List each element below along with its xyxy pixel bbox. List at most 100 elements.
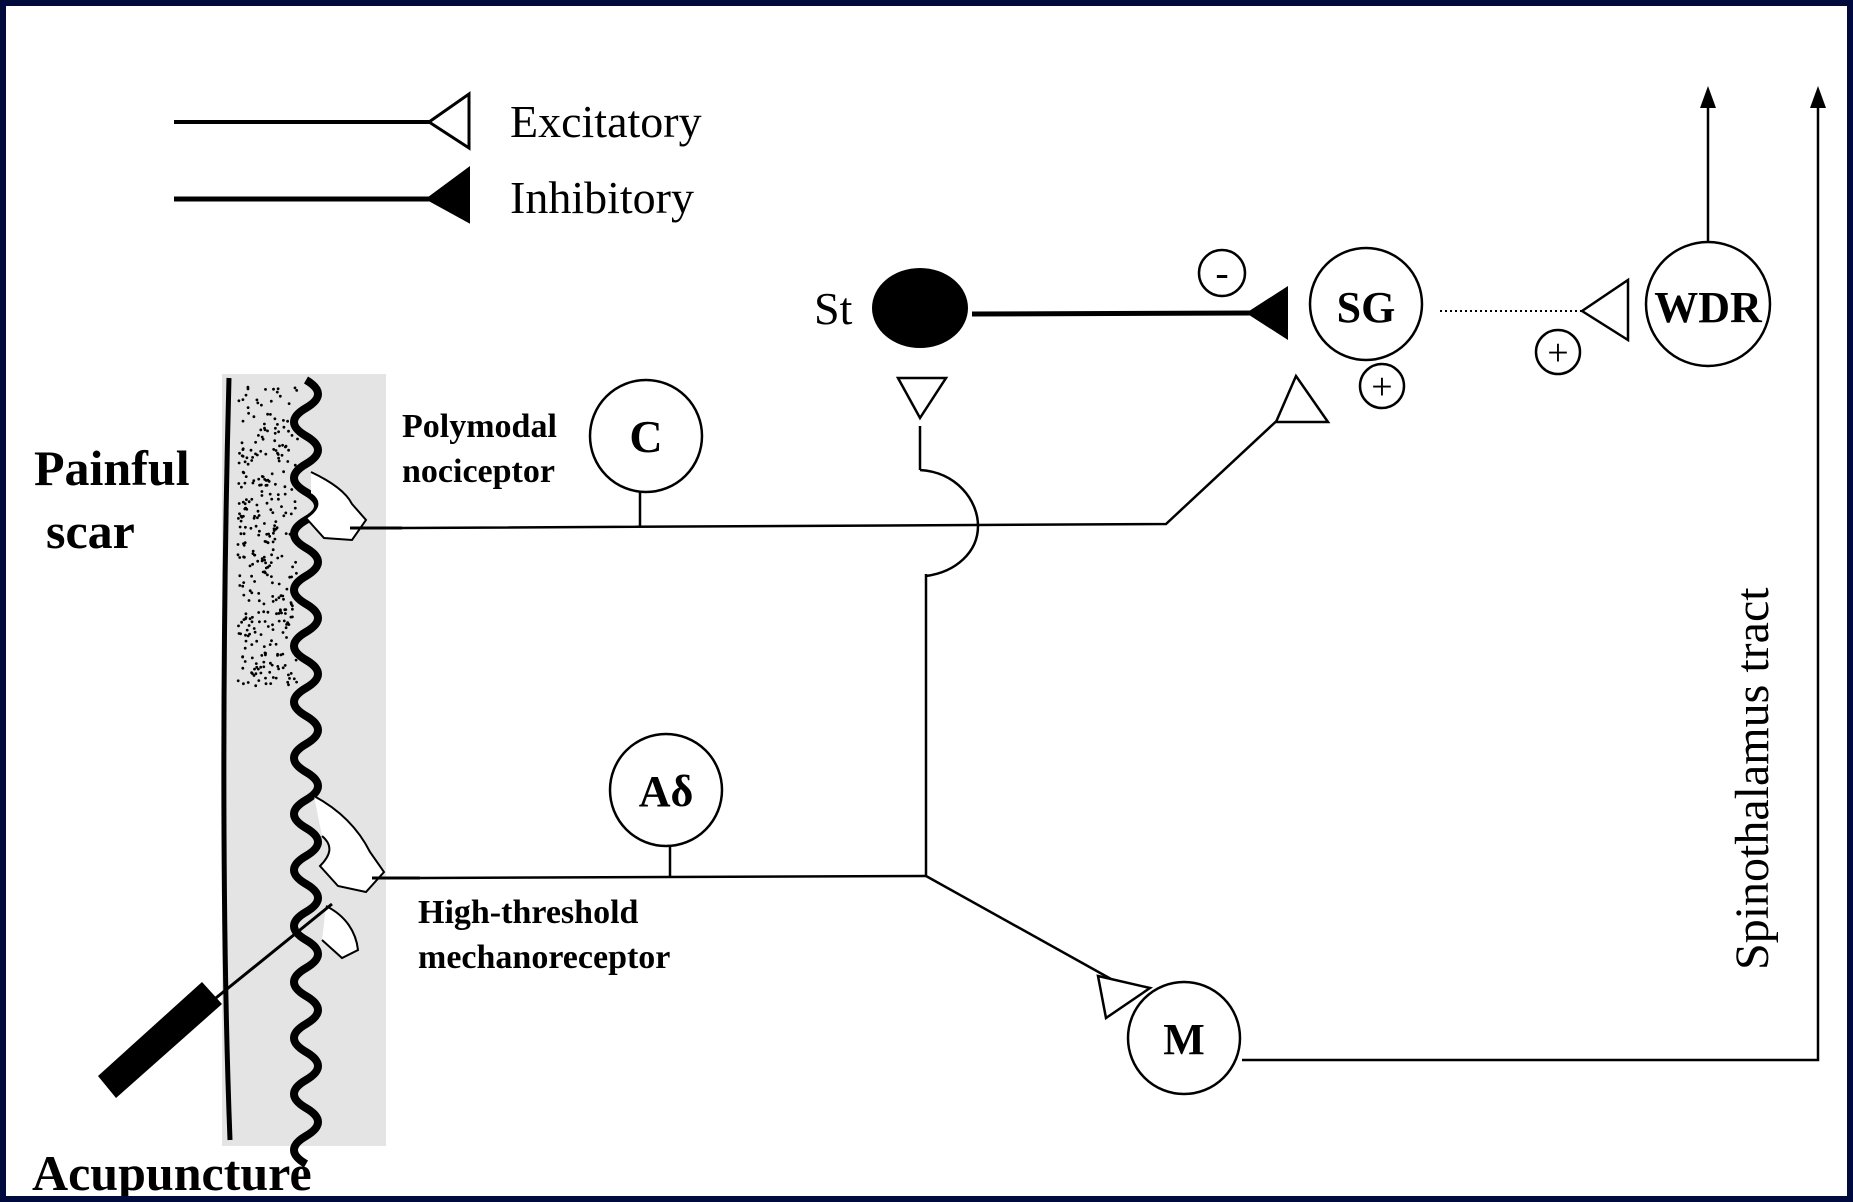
scar-stipple-dot: [276, 654, 279, 657]
scar-stipple-dot: [279, 608, 282, 612]
scar-stipple-dot: [260, 494, 264, 497]
minus-sign-badge: [1197, 248, 1247, 298]
scar-stipple-dot: [238, 525, 242, 529]
scar-stipple-dot: [243, 646, 247, 650]
acupuncture-needle-icon: [98, 982, 222, 1098]
m-node: [1126, 980, 1242, 1096]
scar-stipple-dot: [255, 398, 259, 402]
scar-stipple-dot: [285, 587, 289, 591]
scar-stipple-dot: [270, 639, 273, 643]
scar-stipple-dot: [240, 620, 244, 624]
scar-stipple-dot: [292, 677, 296, 681]
scar-stipple-dot: [286, 419, 289, 423]
scar-stipple-dot: [271, 581, 274, 585]
scar-stipple-dot: [273, 439, 277, 443]
scar-stipple-dot: [256, 667, 260, 671]
scar-stipple-dot: [270, 497, 274, 501]
scar-stipple-dot: [254, 452, 257, 456]
scar-stipple-dot: [246, 387, 250, 391]
scar-stipple-dot: [241, 666, 245, 670]
scar-stipple-dot: [269, 399, 273, 403]
st-neuron: [872, 268, 968, 348]
scar-stipple-dot: [256, 401, 260, 405]
scar-stipple-dot: [264, 452, 268, 456]
scar-stipple-dot: [283, 492, 287, 496]
a-delta-to-st-branch: [918, 426, 980, 876]
scar-stipple-dot: [241, 655, 245, 659]
scar-stipple-dot: [236, 679, 240, 683]
scar-stipple-dot: [280, 505, 283, 508]
scar-stipple-dot: [242, 581, 246, 584]
scar-stipple-dot: [250, 574, 254, 578]
scar-stipple-dot: [236, 553, 240, 557]
spinothalamus-output-arrow-icon: [1810, 86, 1826, 108]
scar-stipple-dot: [277, 619, 281, 623]
scar-stipple-dot: [241, 500, 245, 504]
scar-stipple-dot: [244, 633, 247, 637]
scar-stipple-dot: [237, 624, 240, 628]
a-delta-fiber-label: Aδ: [639, 767, 694, 816]
scar-stipple-dot: [254, 684, 258, 688]
scar-stipple-dot: [276, 493, 280, 496]
scar-stipple-dot: [289, 672, 293, 675]
scar-stipple-dot: [251, 615, 254, 619]
scar-stipple-dot: [258, 529, 261, 533]
scar-stipple-dot: [239, 519, 243, 523]
scar-stipple-dot: [259, 449, 263, 453]
st-pathway: St -: [814, 248, 1288, 348]
scar-stipple-dot: [296, 437, 299, 441]
scar-stipple-dot: [247, 411, 251, 415]
scar-stipple-dot: [253, 580, 256, 583]
scar-stipple-dot: [243, 502, 247, 506]
scar-stipple-dot: [262, 665, 266, 669]
scar-stipple-dot: [274, 482, 277, 486]
scar-stipple-dot: [242, 682, 245, 686]
scar-stipple-dot: [291, 607, 294, 611]
scar-stipple-dot: [238, 574, 242, 578]
scar-stipple-dot: [250, 459, 254, 462]
scar-stipple-dot: [266, 610, 270, 614]
scar-stipple-dot: [253, 667, 256, 671]
scar-stipple-dot: [264, 484, 268, 487]
scar-stipple-dot: [276, 423, 279, 426]
scar-stipple-dot: [254, 440, 257, 444]
scar-stipple-dot: [250, 643, 254, 646]
scar-stipple-dot: [252, 479, 256, 483]
scar-stipple-dot: [278, 444, 281, 448]
scar-stipple-dot: [261, 475, 265, 479]
scar-stipple-dot: [255, 639, 259, 643]
scar-stipple-dot: [242, 542, 245, 545]
scar-stipple-dot: [289, 601, 293, 605]
scar-stipple-dot: [291, 615, 294, 619]
c-to-sg-excitatory-synapse: [1274, 373, 1331, 424]
scar-stipple-dot: [241, 398, 245, 401]
scar-stipple-dot: [277, 612, 281, 615]
scar-stipple-dot: [269, 661, 272, 665]
scar-stipple-dot: [248, 564, 252, 568]
scar-stipple-dot: [295, 389, 299, 392]
minus-sign: -: [1215, 250, 1228, 295]
scar-stipple-dot: [244, 475, 248, 478]
scar-stipple-dot: [264, 388, 267, 391]
scar-stipple-dot: [259, 671, 263, 675]
scar-stipple-dot: [241, 584, 245, 588]
scar-stipple-dot: [287, 683, 290, 687]
scar-stipple-dot: [284, 511, 288, 515]
scar-stipple-dot: [271, 548, 275, 552]
scar-stipple-dot: [287, 448, 290, 452]
scar-stipple-dot: [273, 417, 277, 421]
scar-stipple-dot: [273, 524, 276, 527]
scar-stipple-dot: [242, 471, 246, 475]
scar-stipple-dot: [262, 555, 266, 559]
legend-inhibitory-symbol: [425, 166, 470, 224]
scar-stipple-dot: [295, 571, 298, 575]
scar-stipple-dot: [259, 428, 263, 432]
scar-stipple-dot: [242, 532, 246, 536]
scar-stipple-dot: [250, 591, 254, 595]
scar-stipple-dot: [280, 554, 284, 558]
scar-stipple-dot: [264, 561, 267, 565]
scar-stipple-dot: [274, 527, 278, 531]
wdr-group: WDR: [1644, 86, 1772, 368]
